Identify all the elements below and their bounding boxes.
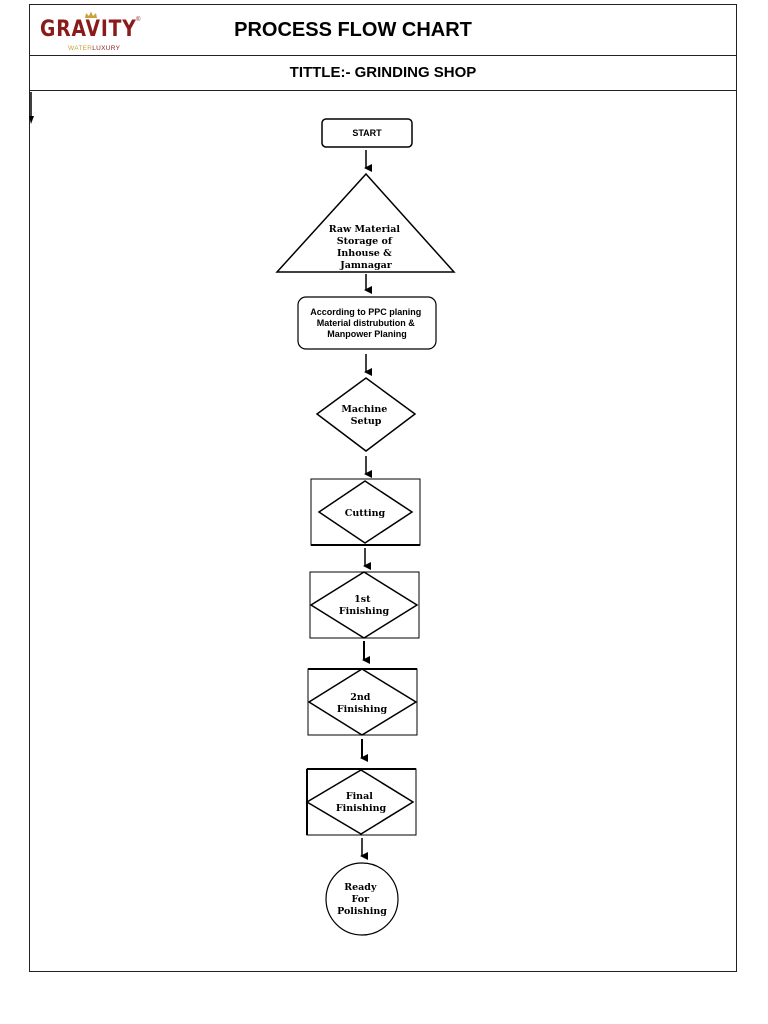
subtitle-row: TITTLE:- GRINDING SHOP: [30, 56, 736, 91]
final-finishing-line-1: Final: [346, 791, 373, 802]
ready-line-2: For: [352, 894, 371, 905]
machine-setup-line-2: Setup: [351, 416, 382, 427]
node-cutting: Cutting: [310, 478, 421, 546]
page-subtitle: TITTLE:- GRINDING SHOP: [289, 64, 477, 81]
svg-text:According to PPC planing: According to PPC planing Material distru…: [310, 307, 424, 339]
ppc-line-2: Material distrubution &: [317, 318, 416, 328]
cutting-label: Cutting: [345, 508, 386, 519]
raw-material-line-2: Storage of: [337, 236, 393, 247]
page-title: PROCESS FLOW CHART: [234, 19, 472, 41]
raw-material-line-4: Jamnagar: [339, 260, 393, 271]
left-margin-mark: [29, 92, 34, 124]
node-machine-setup: Machine Setup: [315, 377, 417, 452]
second-finishing-line-2: Finishing: [337, 704, 388, 715]
svg-text:Ready For Polishin: Ready For Polishing: [337, 882, 387, 917]
raw-material-line-3: Inhouse &: [337, 248, 392, 259]
node-ready-for-polishing: Ready For Polishing: [325, 862, 399, 936]
svg-text:Final Finishing: Final Finishing: [336, 791, 387, 814]
ready-line-1: Ready: [344, 882, 377, 893]
svg-text:2nd Finishing: 2nd Finishing: [337, 692, 388, 715]
logo-wordmark: GRAVITY: [40, 17, 137, 42]
raw-material-line-1: Raw Material: [329, 224, 401, 235]
page-frame: GRAVITY ® WATERLUXURY PROCESS FLOW CHART…: [29, 4, 737, 972]
ppc-line-3: Manpower Planing: [327, 329, 407, 339]
svg-text:Raw Material Storage of: Raw Material Storage of Inhouse & Jamnag…: [329, 224, 404, 271]
node-ppc-planning: According to PPC planing Material distru…: [297, 296, 437, 350]
gravity-logo: GRAVITY ® WATERLUXURY: [40, 11, 140, 55]
node-final-finishing: Final Finishing: [305, 768, 417, 836]
node-raw-material: Raw Material Storage of Inhouse & Jamnag…: [275, 172, 456, 273]
final-finishing-line-2: Finishing: [336, 803, 387, 814]
header-row: GRAVITY ® WATERLUXURY PROCESS FLOW CHART: [30, 5, 736, 56]
node-second-finishing: 2nd Finishing: [307, 668, 418, 736]
svg-text:Machine Setup: Machine Setup: [341, 404, 390, 427]
machine-setup-line-1: Machine: [341, 404, 387, 415]
first-finishing-line-2: Finishing: [339, 606, 390, 617]
node-first-finishing: 1st Finishing: [309, 571, 420, 639]
registered-mark: ®: [136, 17, 141, 23]
logo-tagline: WATERLUXURY: [68, 45, 121, 52]
first-finishing-line-1: 1st: [354, 594, 371, 605]
ready-line-3: Polishing: [337, 906, 387, 917]
ppc-line-1: According to PPC planing: [310, 307, 421, 317]
second-finishing-line-1: 2nd: [350, 692, 371, 703]
svg-text:1st Finishing: 1st Finishing: [339, 594, 390, 617]
crown-icon: [85, 11, 97, 18]
node-start: START: [321, 118, 413, 148]
node-start-label: START: [352, 128, 382, 138]
